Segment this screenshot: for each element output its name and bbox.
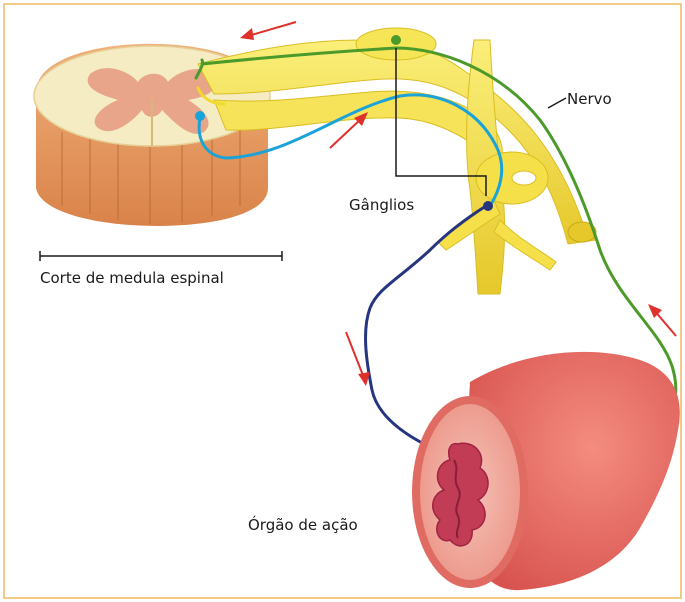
scale-bar bbox=[40, 251, 282, 261]
ganglia-label: Gânglios bbox=[349, 198, 414, 213]
ganglion-cell-body bbox=[391, 35, 401, 45]
arrow-afferent-top bbox=[240, 22, 296, 40]
nerve-leader-line bbox=[548, 98, 566, 108]
nerve-label: Nervo bbox=[567, 92, 612, 107]
sympathetic-cell-body bbox=[483, 201, 493, 211]
spinal-cord-section-label: Corte de medula espinal bbox=[40, 271, 224, 286]
effector-organ-label: Órgão de ação bbox=[248, 518, 358, 533]
effector-organ bbox=[412, 352, 680, 590]
motor-cell-body bbox=[195, 111, 205, 121]
